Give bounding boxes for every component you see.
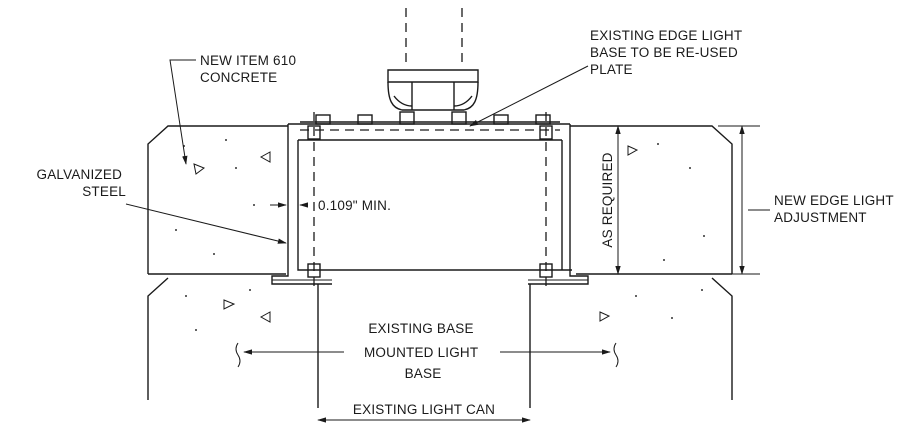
- as-required-dimension: [580, 125, 630, 275]
- min-thickness-label: 0.109" MIN.: [318, 198, 391, 213]
- light-fixture: [300, 8, 560, 131]
- base-width-dimension: [235, 342, 619, 368]
- as-required-label: AS REQUIRED: [600, 152, 615, 247]
- galvanized-steel-extension: [271, 112, 589, 286]
- existing-plate-label: EXISTING EDGE LIGHT BASE TO BE RE-USED P…: [590, 28, 746, 77]
- existing-base-label: EXISTING BASE MOUNTED LIGHT BASE: [364, 321, 482, 381]
- existing-pavement-section: [147, 277, 733, 400]
- new-concrete-section: [147, 125, 733, 275]
- new-item-610-concrete-label: NEW ITEM 610 CONCRETE: [200, 53, 300, 85]
- new-edge-light-adjustment-label: NEW EDGE LIGHT ADJUSTMENT: [774, 193, 898, 225]
- existing-light-can-label: EXISTING LIGHT CAN: [353, 402, 495, 417]
- existing-light-can: [317, 284, 531, 408]
- adjustment-dimension: [718, 125, 770, 275]
- galvanized-steel-label: GALVANIZED STEEL: [37, 167, 127, 199]
- leader-lines: [125, 59, 589, 244]
